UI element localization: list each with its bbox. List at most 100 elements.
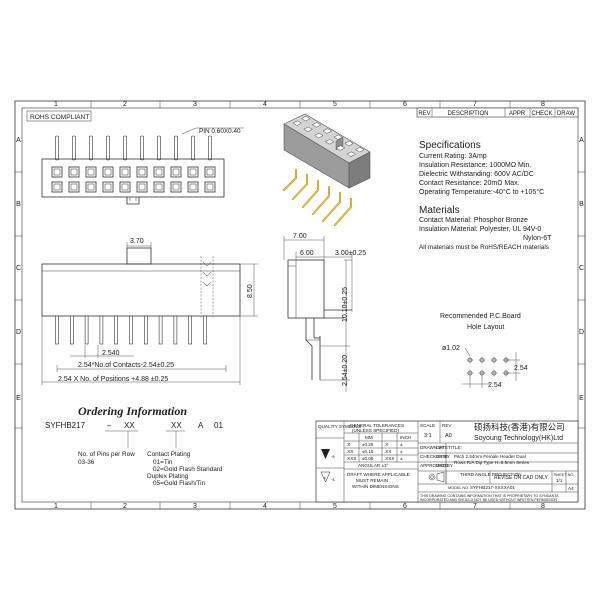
top-pin [208, 135, 212, 161]
drawing-frame: 1 2 3 4 5 6 7 8 1 2 3 4 5 6 7 8 A B C D … [14, 100, 586, 510]
general-tolerances-label: GENERAL TOLERANCES [350, 423, 404, 428]
pcb-pitch-vertical: 2.54 [514, 365, 528, 372]
top-view: PIN 0.60X0.40 [41, 127, 244, 205]
rev-col: REV [418, 111, 430, 117]
rev-label: REV [442, 423, 452, 428]
zone-row-d-right: D [579, 329, 584, 336]
pcb-pitch-horizontal: 2.54 [488, 382, 502, 389]
specifications-block: Specifications Current Rating: 3Amp Insu… [419, 140, 552, 251]
front-pin [70, 315, 74, 345]
top-pin [174, 135, 178, 161]
top-hole-lower-inner [53, 183, 61, 191]
zone-row-b: B [16, 201, 21, 208]
svg-text:s: s [324, 475, 326, 480]
tol-mm-header: MM [365, 435, 373, 440]
size-value: A4 [568, 486, 574, 491]
svg-text:-s: -s [331, 454, 335, 459]
top-hole-upper-inner [155, 168, 163, 176]
top-hole-upper-inner [138, 168, 146, 176]
dim-3-00: 3.00±0.25 [335, 250, 366, 257]
part-code-suffix: 01 [214, 421, 223, 430]
zone-col-3-bottom: 3 [193, 503, 197, 510]
pins-per-row-label: No. of Pins per Row [78, 451, 135, 458]
scale-label: SCALE [420, 423, 435, 428]
front-pin [188, 315, 192, 345]
zone-row-e-right: E [579, 395, 584, 402]
top-pin [191, 135, 195, 161]
front-pin [158, 315, 163, 345]
tol-row3-mm-key: .XXX [346, 456, 356, 461]
iso-hole [354, 147, 365, 153]
dim-3-70: 3.70 [130, 238, 144, 245]
specifications-title: Specifications [419, 140, 481, 151]
zone-col-8-bottom: 8 [541, 503, 545, 510]
company-name-en: Soyoung Technology(HK)Ltd [474, 435, 563, 442]
dim-pitch-2-540: 2.540 [102, 350, 120, 357]
zone-row-d: D [16, 329, 21, 336]
plating-duplex-title: Duplex Plating [147, 473, 189, 480]
tol-row2-in-key: .XX [384, 449, 391, 454]
front-view-pins [55, 315, 207, 345]
spec-current-rating: Current Rating: 3Amp [419, 153, 487, 160]
angular-tolerance: ANGULAR ±3° [358, 463, 389, 468]
part-code-base: SYFHB217 [45, 421, 86, 430]
proprietary-line-2: INCORPORATED AND SHOULD NOT BE USED WITH… [420, 498, 557, 502]
title-block: QUALITY SYMBOLS GENERAL TOLERANCES (UNLE… [315, 420, 579, 503]
ordering-title: Ordering Information [78, 404, 187, 418]
draw-col: DRAW [557, 111, 575, 117]
top-pin [157, 135, 161, 161]
part-code-type: A [198, 421, 204, 430]
spec-dielectric: Dielectric Withstanding: 600V AC/DC [419, 171, 534, 178]
part-code-plating: XX [171, 421, 182, 430]
top-hole-lower-inner [70, 183, 78, 191]
material-insulation: Insulation Material: Polyester, UL 94V-0 [419, 226, 541, 233]
tol-row3-in-val: ± [400, 456, 403, 461]
appr-col: APPR [509, 111, 526, 117]
top-hole-lower-inner [155, 183, 163, 191]
top-hole-lower-inner [87, 183, 95, 191]
top-pin [106, 135, 110, 161]
front-pin [84, 315, 89, 345]
top-hole-upper-inner [121, 168, 129, 176]
zone-col-2-bottom: 2 [123, 503, 127, 510]
tol-inch-header: INCH [400, 435, 411, 440]
tol-row1-mm-key: .X [346, 442, 350, 447]
tol-row3-mm-val: ±0.05 [362, 456, 374, 461]
spec-operating-temp: Operating Temperature:-40°C to +105°C [419, 188, 544, 196]
quality-symbols-label: QUALITY SYMBOLS [318, 424, 361, 429]
materials-title: Materials [419, 205, 460, 216]
company-name-cn: 硕扬科技(香港)有限公司 [474, 422, 565, 432]
top-hole-upper-inner [189, 168, 197, 176]
top-view-pins [55, 135, 212, 161]
pcb-title-line2: Hole Layout [467, 324, 504, 331]
zone-row-b-right: B [579, 201, 584, 208]
sheet-value: 1/1 [556, 478, 563, 483]
ordering-information: Ordering Information SYFHB217 – XX XX A … [45, 404, 223, 487]
tol-row1-in-key: .X [384, 442, 388, 447]
draft-note-3: WITHIN DIMENSIONS [352, 484, 399, 489]
rev-value: A0 [445, 433, 452, 439]
iso-hole [303, 126, 313, 133]
dim-2-54: 2.54±0.20 [342, 355, 349, 386]
top-hole-lower-inner [121, 183, 129, 191]
zone-row-c-right: C [579, 265, 584, 272]
formula-contacts: 2.54*No.of Contacts-2.54±0.25 [78, 362, 174, 369]
top-hole-upper-inner [87, 168, 95, 176]
top-pin [123, 135, 127, 161]
front-pin [203, 315, 207, 345]
tol-row2-in-val: ± [400, 449, 403, 454]
zone-col-4: 4 [263, 101, 267, 108]
pcb-hole-layout: Recommended P.C.Board Hole Layout ø1.02 … [440, 313, 528, 389]
top-hole-lower-inner [138, 183, 146, 191]
top-hole-upper-inner [172, 168, 180, 176]
part-code-dash: – [107, 421, 112, 430]
spec-insulation-resistance: Insulation Resistance: 1000MΩ Min. [419, 162, 531, 169]
drawn-by-label: DRAWN BY [420, 445, 445, 450]
front-pin [99, 315, 104, 345]
top-hole-upper-inner [104, 168, 112, 176]
plating-option-1: 01=Tin [153, 459, 173, 466]
iso-hole [311, 122, 322, 128]
draft-note-2: MUST REMAIN [356, 478, 388, 483]
third-angle-projection-icon [428, 471, 445, 483]
